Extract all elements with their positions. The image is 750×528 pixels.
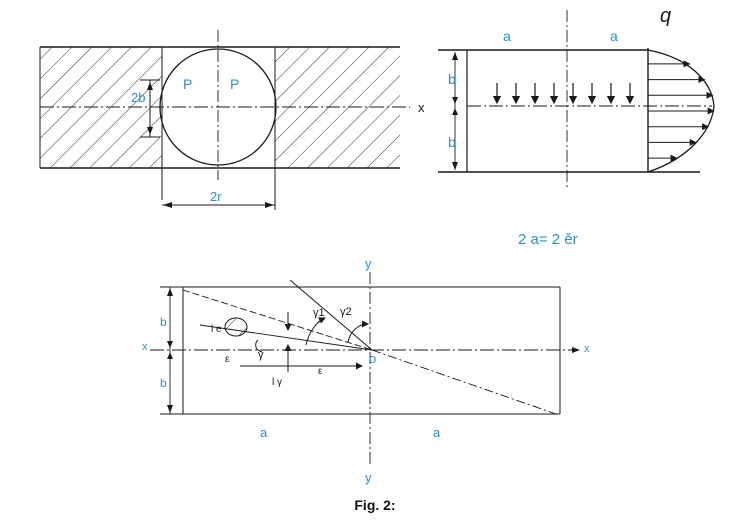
ray-upper bbox=[182, 289, 373, 351]
panel-bottom-geometry: y y x x b b a a o l e γ1 γ2 γ ε ε l γ bbox=[142, 256, 590, 485]
label-gamma2: γ2 bbox=[340, 306, 352, 318]
arc-gamma bbox=[255, 339, 263, 353]
dim-b-arrow-mid-up bbox=[452, 97, 458, 104]
label-x-left: x bbox=[142, 341, 148, 353]
parabolic-load-curve bbox=[647, 49, 715, 173]
dim-b-left-arrow-mid-down bbox=[167, 352, 173, 359]
load-arrows-right bbox=[648, 60, 715, 162]
hatched-region-left bbox=[40, 47, 162, 168]
dim-2b-arrow-up bbox=[147, 82, 153, 90]
label-y-top: y bbox=[365, 256, 372, 271]
dim-b-arrow-top bbox=[452, 52, 458, 60]
label-2b: 2b bbox=[131, 90, 145, 105]
label-relation: 2 a= 2 ěr bbox=[518, 231, 578, 248]
ray-diagonal bbox=[371, 349, 557, 415]
label-a-right: a bbox=[433, 425, 441, 440]
label-a-right: a bbox=[610, 28, 618, 44]
label-p-right: P bbox=[230, 76, 239, 92]
dim-2r-arrow-right bbox=[265, 202, 274, 208]
label-x-right: x bbox=[584, 343, 590, 355]
label-x-axis: x bbox=[418, 100, 425, 115]
ray-steep bbox=[289, 279, 373, 351]
label-a-left: a bbox=[260, 425, 268, 440]
arc-gamma2 bbox=[347, 320, 369, 343]
label-y-bottom: y bbox=[365, 470, 372, 485]
hatched-region-right bbox=[275, 47, 400, 168]
arc-gamma1 bbox=[305, 317, 326, 346]
hatched-element bbox=[224, 317, 248, 337]
label-gamma: γ bbox=[258, 349, 264, 361]
label-eps-left: ε bbox=[225, 354, 230, 365]
figure-caption: Fig. 2: bbox=[354, 497, 396, 513]
dim-2b-arrow-down bbox=[147, 127, 153, 135]
label-b-lower: b bbox=[160, 376, 167, 390]
dim-2r-arrow-left bbox=[163, 202, 172, 208]
label-p-left: P bbox=[183, 76, 192, 92]
dim-b-arrow-mid-down bbox=[452, 108, 458, 115]
label-eps-right: ε bbox=[318, 366, 323, 377]
label-b-top: b bbox=[448, 71, 456, 87]
label-gamma1: γ1 bbox=[313, 307, 325, 319]
panel-left-plate: 2b P P x 2r bbox=[39, 30, 425, 210]
label-q: q bbox=[660, 5, 671, 27]
label-origin: o bbox=[369, 351, 376, 366]
label-b-upper: b bbox=[160, 315, 167, 329]
label-l-e: l e bbox=[211, 324, 222, 335]
label-l-gamma: l γ bbox=[272, 377, 282, 388]
dim-b-left-arrow-mid-up bbox=[167, 341, 173, 348]
dim-b-left-arrow-top bbox=[167, 288, 173, 296]
panel-right-strip: b b a a q 2 a= 2 ěr bbox=[438, 5, 715, 248]
label-a-left: a bbox=[503, 28, 511, 44]
label-b-bottom: b bbox=[448, 134, 456, 150]
label-2r: 2r bbox=[210, 189, 222, 204]
axis-x-arrow bbox=[572, 347, 580, 353]
dim-b-left-arrow-bottom bbox=[167, 405, 173, 413]
dim-b-arrow-bottom bbox=[452, 162, 458, 170]
load-arrows-down bbox=[492, 83, 635, 105]
